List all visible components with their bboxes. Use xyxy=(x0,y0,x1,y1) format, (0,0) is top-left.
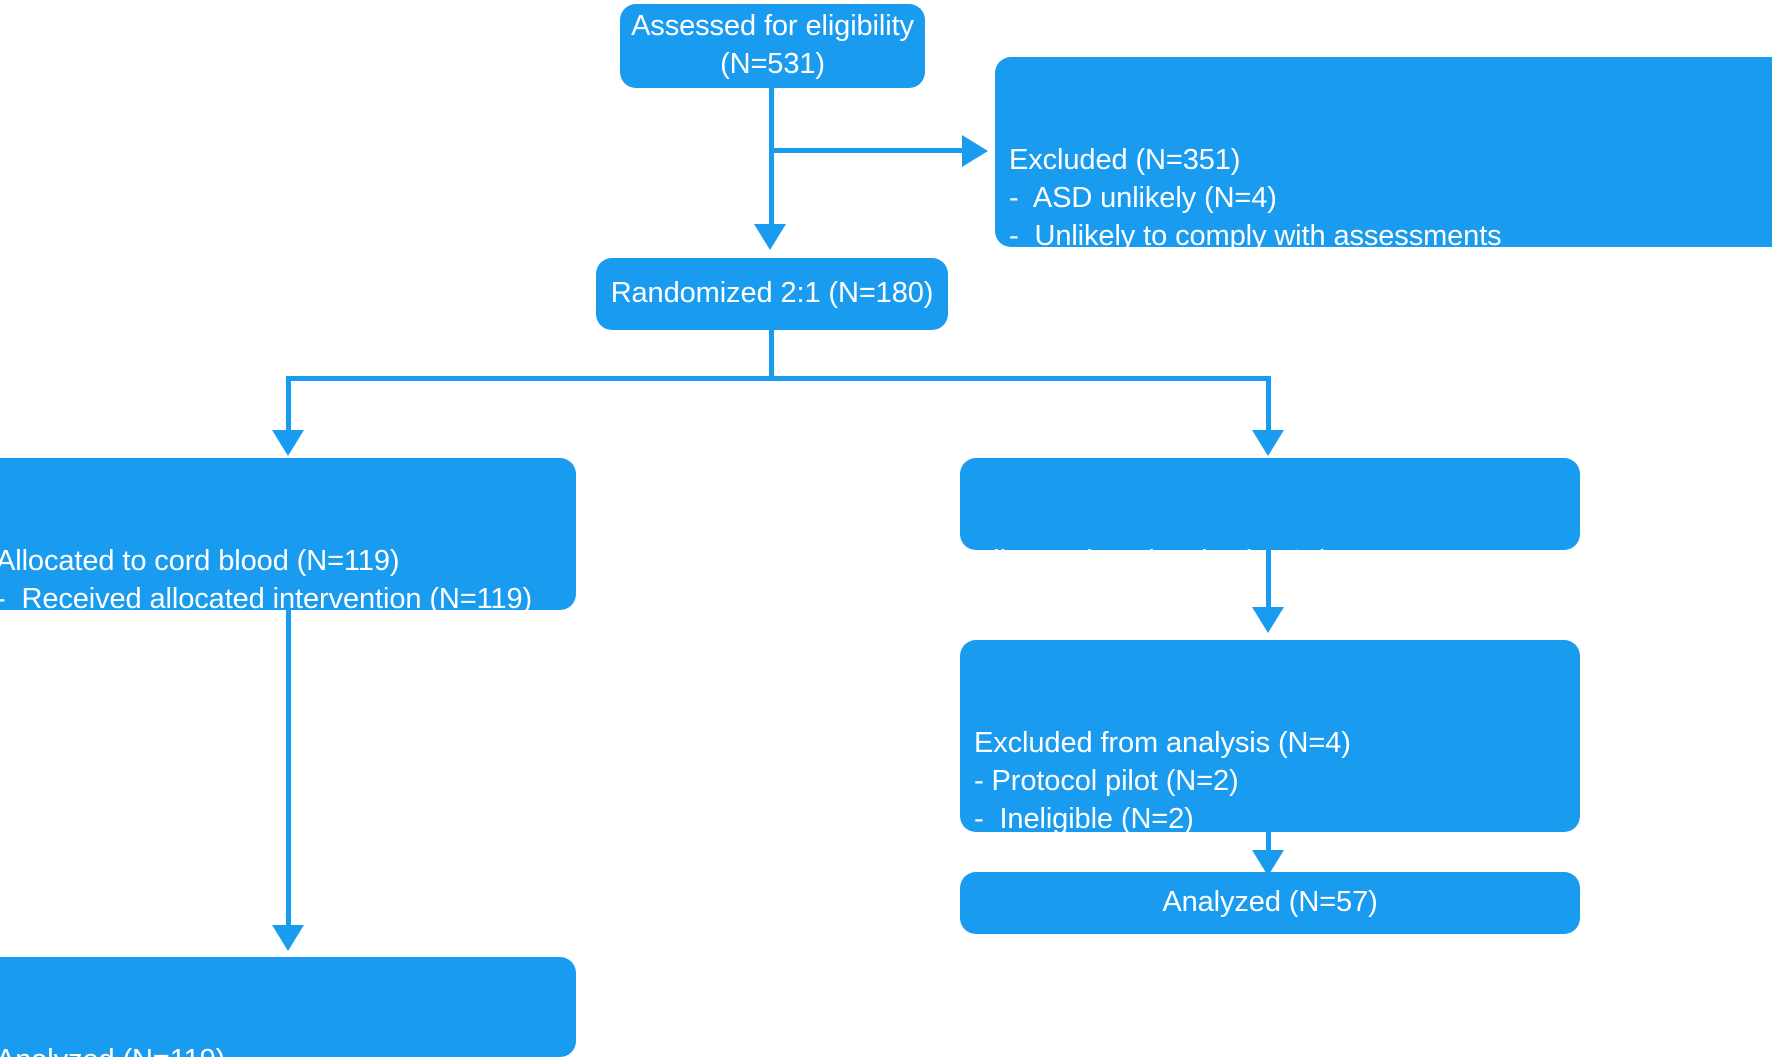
arrowhead-randomized-to-cord-blood xyxy=(272,430,304,456)
allocated-to-cord-blood-text: Allocated to cord blood (N=119) - Receive… xyxy=(0,543,562,694)
text-line: - Other reasons (N=178) xyxy=(1009,295,1330,328)
connector-placebo-to-excluded-analysis xyxy=(1266,550,1271,612)
allocated-to-placebo-text: Allocated to placebo (N=61) - Received al… xyxy=(974,543,1566,618)
arrowhead-randomized-to-placebo xyxy=(1252,430,1284,456)
excluded-from-analysis-box: Excluded from analysis (N=4) - Protocol p… xyxy=(960,640,1580,948)
analyzed-placebo-box: Analyzed (N=57) xyxy=(960,872,1580,934)
randomized-box: Randomized 2:1 (N=180) xyxy=(596,258,948,330)
text-line: Allocated to placebo (N=61) xyxy=(974,545,1330,578)
arrowhead-assessed-to-excluded xyxy=(962,135,988,167)
arrowhead-excluded-analysis-to-analyzed xyxy=(1252,850,1284,876)
text-line: Assessed for eligibility xyxy=(631,10,914,43)
connector-randomized-stem xyxy=(769,330,774,378)
randomized-text: Randomized 2:1 (N=180) xyxy=(611,275,934,313)
text-line: Randomized 2:1 (N=180) xyxy=(610,277,934,310)
text-line: (N=531) xyxy=(720,48,825,80)
connector-randomized-to-placebo xyxy=(1266,376,1271,436)
text-line: Analyzed (N=57) xyxy=(1162,886,1378,919)
connector-assessed-to-randomized xyxy=(769,88,774,228)
arrowhead-cord-blood-to-analyzed xyxy=(272,925,304,951)
connector-cord-blood-to-analyzed xyxy=(286,610,291,930)
text-line: - Allogeneic cord blood (N=63) xyxy=(0,658,392,691)
connector-assessed-to-excluded xyxy=(769,148,964,153)
text-line: - Received allocated intervention (N=119… xyxy=(0,583,533,616)
text-line: Analyzed (N=119) xyxy=(0,1044,226,1064)
text-line: (N=169) xyxy=(1009,257,1138,290)
text-line: - Ineligible (N=2) xyxy=(974,802,1194,835)
excluded-text: Excluded (N=351) - ASD unlikely (N=4) - Un… xyxy=(1009,142,1772,330)
allocated-to-placebo-box: Allocated to placebo (N=61) - Received al… xyxy=(960,458,1580,615)
arrowhead-assessed-to-randomized xyxy=(754,224,786,250)
text-line: Excluded from analysis (N=4) xyxy=(974,727,1351,760)
excluded-box: Excluded (N=351) - ASD unlikely (N=4) - Un… xyxy=(995,57,1772,327)
analyzed-cord-blood-text: Analyzed (N=119)- 1 randomized within th… xyxy=(0,1042,562,1064)
analyzed-cord-blood-box: Analyzed (N=119)- 1 randomized within th… xyxy=(0,957,576,1064)
allocated-to-cord-blood-box: Allocated to cord blood (N=119) - Receive… xyxy=(0,458,576,690)
connector-randomized-split xyxy=(286,376,1271,381)
text-line: - ASD unlikely (N=4) xyxy=(1009,182,1277,215)
text-line: - Protocol pilot (N=2) xyxy=(974,765,1239,798)
connector-randomized-to-cord-blood xyxy=(286,376,291,436)
text-line: - Autologous cord blood d(N=56) xyxy=(0,620,420,653)
assessed-for-eligibility-box: Assessed for eligibility (N=531) xyxy=(620,4,925,88)
arrowhead-placebo-to-excluded-analysis xyxy=(1252,607,1284,633)
text-line: - Bipolar disorder (N=1) xyxy=(974,840,1330,873)
text-line: - Unlikely to comply with assessments xyxy=(1009,219,1502,252)
text-line: Excluded (N=351) xyxy=(1009,144,1241,177)
assessed-for-eligibility-text: Assessed for eligibility (N=531) xyxy=(631,8,914,83)
text-line: Allocated to cord blood (N=119) xyxy=(0,545,400,578)
text-line: - Received allocated intervention (N=61) xyxy=(974,583,1489,616)
analyzed-placebo-text: Analyzed (N=57) xyxy=(1162,884,1377,922)
